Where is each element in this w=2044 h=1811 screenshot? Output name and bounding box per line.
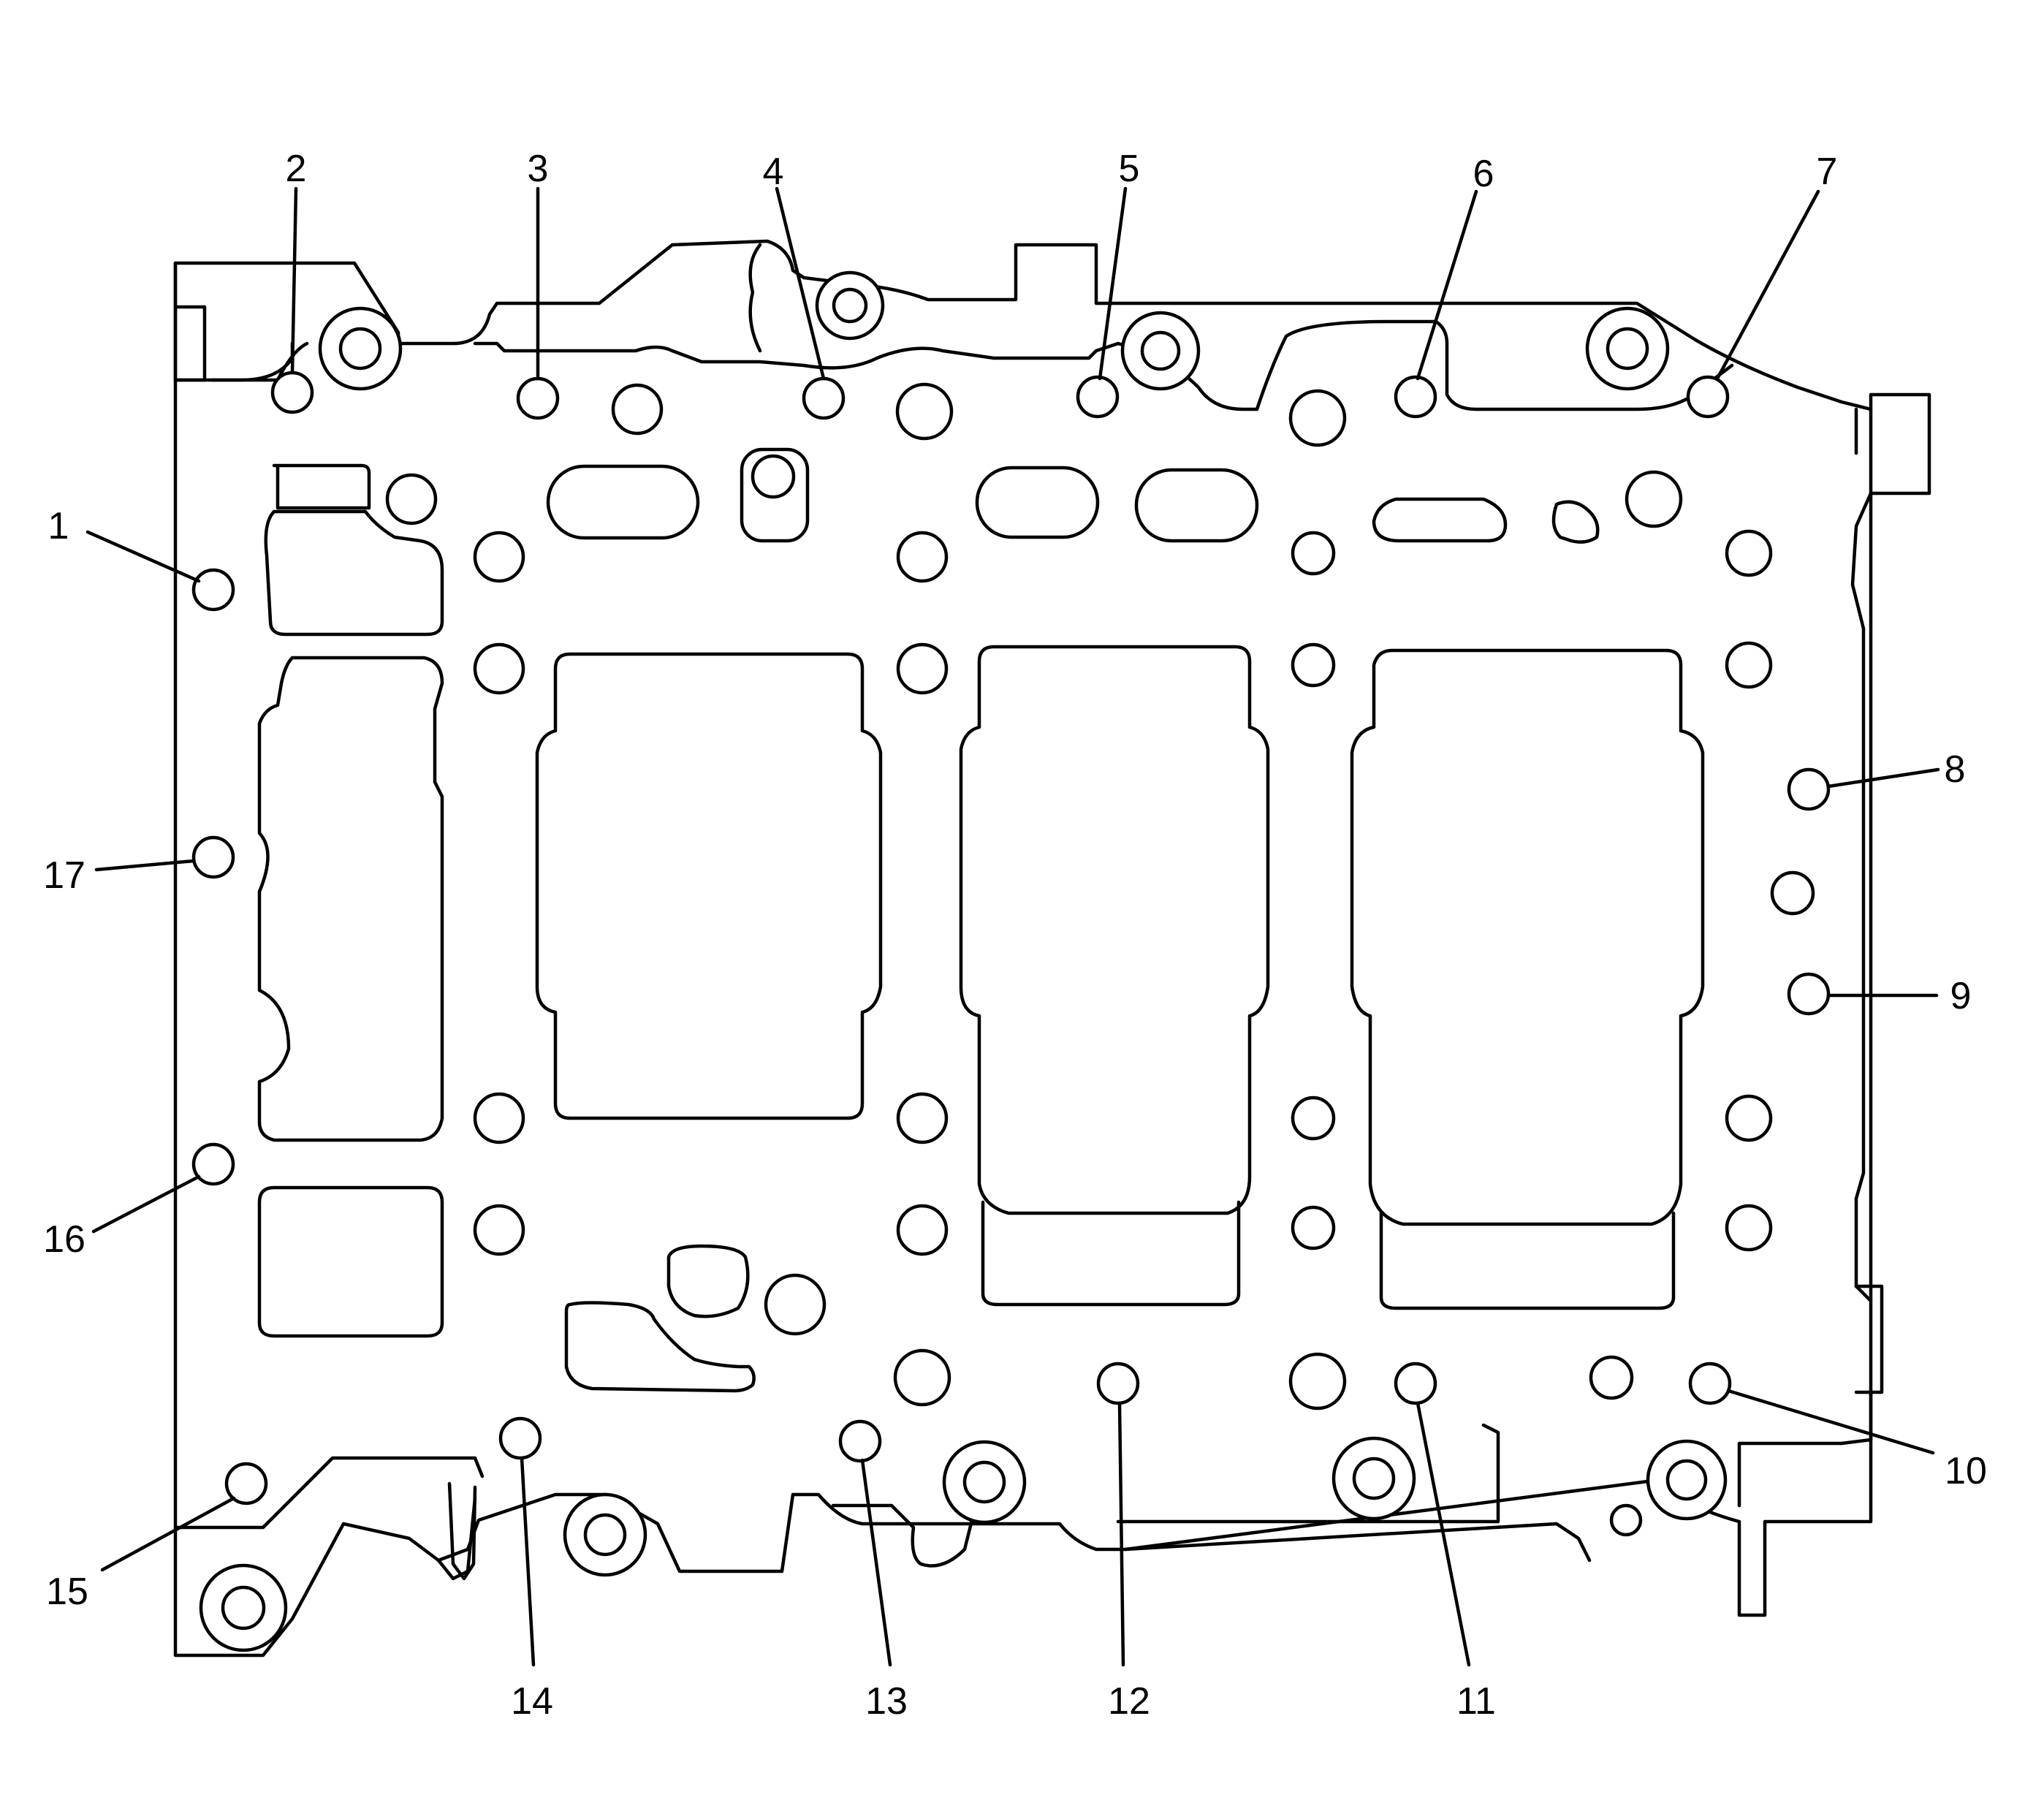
bolt-hole-6	[1394, 375, 1437, 419]
leader-8	[1826, 767, 1940, 789]
leader-12	[1117, 1401, 1125, 1667]
leader-1	[86, 530, 201, 583]
bolt-hole-9	[1787, 972, 1831, 1016]
leader-2	[290, 186, 298, 375]
bolt-hole-10	[1688, 1362, 1732, 1405]
bolt-hole-17	[191, 835, 235, 879]
bolt-hole-2	[270, 371, 314, 414]
bolt-hole-5	[1076, 375, 1120, 419]
callout-6: 6	[1473, 153, 1494, 195]
callout-13: 13	[865, 1680, 908, 1723]
leader-16	[91, 1174, 201, 1234]
callout-17: 17	[43, 854, 86, 897]
leader-5	[1098, 186, 1128, 381]
leader-15	[100, 1496, 236, 1572]
callout-14: 14	[511, 1680, 553, 1723]
callout-12: 12	[1108, 1680, 1150, 1723]
leader-14	[520, 1456, 536, 1667]
callout-11: 11	[1456, 1680, 1496, 1723]
left-pockets	[257, 463, 444, 1338]
bolt-hole-13	[838, 1419, 882, 1463]
top-slots	[546, 447, 1600, 544]
bolt-hole-7	[1686, 375, 1730, 419]
callout-8: 8	[1945, 748, 1966, 791]
leader-11	[1416, 1401, 1471, 1667]
callout-7: 7	[1817, 151, 1838, 193]
bolt-hole-12	[1096, 1362, 1140, 1405]
callout-16: 16	[43, 1218, 86, 1261]
callout-15: 15	[46, 1571, 88, 1613]
lower-features	[447, 1244, 827, 1581]
callout-4: 4	[763, 151, 784, 193]
bolt-hole-3	[516, 376, 560, 420]
bolt-hole-16	[191, 1142, 235, 1186]
housing-outline	[173, 239, 1931, 1658]
leader-4	[775, 186, 826, 381]
callout-2: 2	[286, 148, 307, 190]
leader-10	[1726, 1389, 1935, 1455]
cylinder-openings	[535, 645, 1705, 1310]
callouts: 1 2 3 4 5 6 7 8 9 10 11 12 13 14 15 16 1	[43, 148, 1987, 1723]
callout-3: 3	[528, 148, 549, 190]
leader-13	[860, 1458, 892, 1667]
bolt-hole-15	[224, 1462, 268, 1506]
callout-9: 9	[1950, 975, 1972, 1017]
mounting-bosses	[199, 270, 1728, 1652]
other-holes	[385, 382, 1815, 1537]
bolt-hole-1	[191, 568, 235, 612]
bolt-hole-11	[1394, 1362, 1437, 1405]
callout-10: 10	[1945, 1450, 1987, 1492]
callout-5: 5	[1119, 148, 1140, 190]
leader-17	[94, 859, 196, 872]
callout-1: 1	[48, 505, 69, 547]
bolt-hole-14	[498, 1416, 542, 1460]
bolt-hole-4	[802, 376, 846, 420]
bolt-hole-8	[1787, 767, 1831, 811]
leader-6	[1416, 189, 1478, 381]
leader-7	[1715, 189, 1820, 381]
